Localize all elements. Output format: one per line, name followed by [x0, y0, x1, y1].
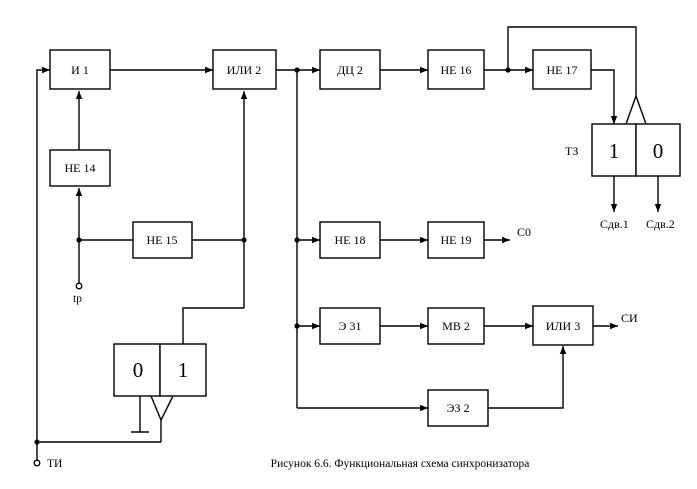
- trigger-t3-name: ТЗ: [565, 144, 578, 158]
- wire-ez2-or3: [488, 346, 567, 409]
- block-and1: И 1: [49, 49, 111, 90]
- block-or3-label: ИЛИ 3: [546, 319, 580, 333]
- terminal-ti: [33, 459, 41, 467]
- block-not18: НЕ 18: [319, 221, 381, 259]
- junction-dots: [34, 67, 511, 445]
- block-not19: НЕ 19: [427, 221, 485, 259]
- trigger-t3: 1 0 ТЗ: [565, 123, 681, 177]
- block-not19-label: НЕ 19: [441, 233, 472, 247]
- block-dc2-label: ДЦ 2: [337, 63, 363, 77]
- wire-not17-t3: [591, 69, 618, 124]
- junction-dot: [505, 67, 511, 73]
- block-or3: ИЛИ 3: [532, 305, 594, 346]
- junction-dot: [294, 237, 300, 243]
- block-not15-label: НЕ 15: [147, 233, 178, 247]
- block-or2: ИЛИ 2: [212, 49, 277, 90]
- wire-t3-dyn-right: [635, 95, 647, 125]
- block-not18-label: НЕ 18: [335, 233, 366, 247]
- block-or2-label: ИЛИ 2: [227, 63, 261, 77]
- wire-t3-dyn-left: [625, 95, 637, 125]
- signal-sdv2: Сдв.2: [646, 217, 675, 231]
- block-and1-label: И 1: [71, 63, 89, 77]
- block-ez2-label: ЭЗ 2: [446, 401, 469, 415]
- wire-trigger-out-or2: [182, 307, 244, 344]
- block-ez2: ЭЗ 2: [427, 389, 489, 427]
- block-mv2-label: МВ 2: [442, 319, 470, 333]
- wires: [36, 26, 662, 462]
- block-not16: НЕ 16: [427, 49, 485, 90]
- trigger-bottom-right-label: 1: [178, 358, 189, 382]
- signal-c0: С0: [517, 225, 531, 239]
- block-not15: НЕ 15: [132, 221, 193, 259]
- junction-dot: [241, 237, 247, 243]
- terminal-tr: [75, 282, 83, 290]
- trigger-bottom-left-label: 0: [133, 358, 144, 382]
- figure-caption: Рисунок 6.6. Функциональная схема синхро…: [271, 458, 530, 470]
- wire-ti-and1: [36, 66, 50, 462]
- block-not17: НЕ 17: [532, 49, 592, 90]
- junction-dot: [76, 237, 82, 243]
- trigger-t3-left-label: 1: [609, 139, 620, 163]
- signal-sdv1: Сдв.1: [600, 217, 629, 231]
- block-mv2: МВ 2: [427, 307, 485, 345]
- junction-dot: [34, 439, 40, 445]
- junction-dot: [294, 323, 300, 329]
- signal-si: СИ: [621, 311, 638, 325]
- block-not17-label: НЕ 17: [547, 63, 578, 77]
- signal-ti: ТИ: [47, 458, 62, 470]
- wire-trigger-dyn-right: [160, 395, 174, 421]
- block-not14-label: НЕ 14: [65, 161, 96, 175]
- block-not14: НЕ 14: [49, 149, 111, 187]
- junction-dot: [294, 67, 300, 73]
- block-dc2: ДЦ 2: [319, 49, 381, 90]
- signal-tr: tр: [73, 293, 82, 305]
- wire-trigger-dyn-left: [150, 395, 162, 421]
- block-e31: Э 31: [319, 307, 381, 345]
- trigger-bottom: 0 1: [113, 343, 207, 397]
- block-not16-label: НЕ 16: [441, 63, 472, 77]
- trigger-t3-right-label: 0: [653, 139, 664, 163]
- block-e31-label: Э 31: [339, 319, 362, 333]
- wire-not16-t3-reset: [507, 26, 637, 96]
